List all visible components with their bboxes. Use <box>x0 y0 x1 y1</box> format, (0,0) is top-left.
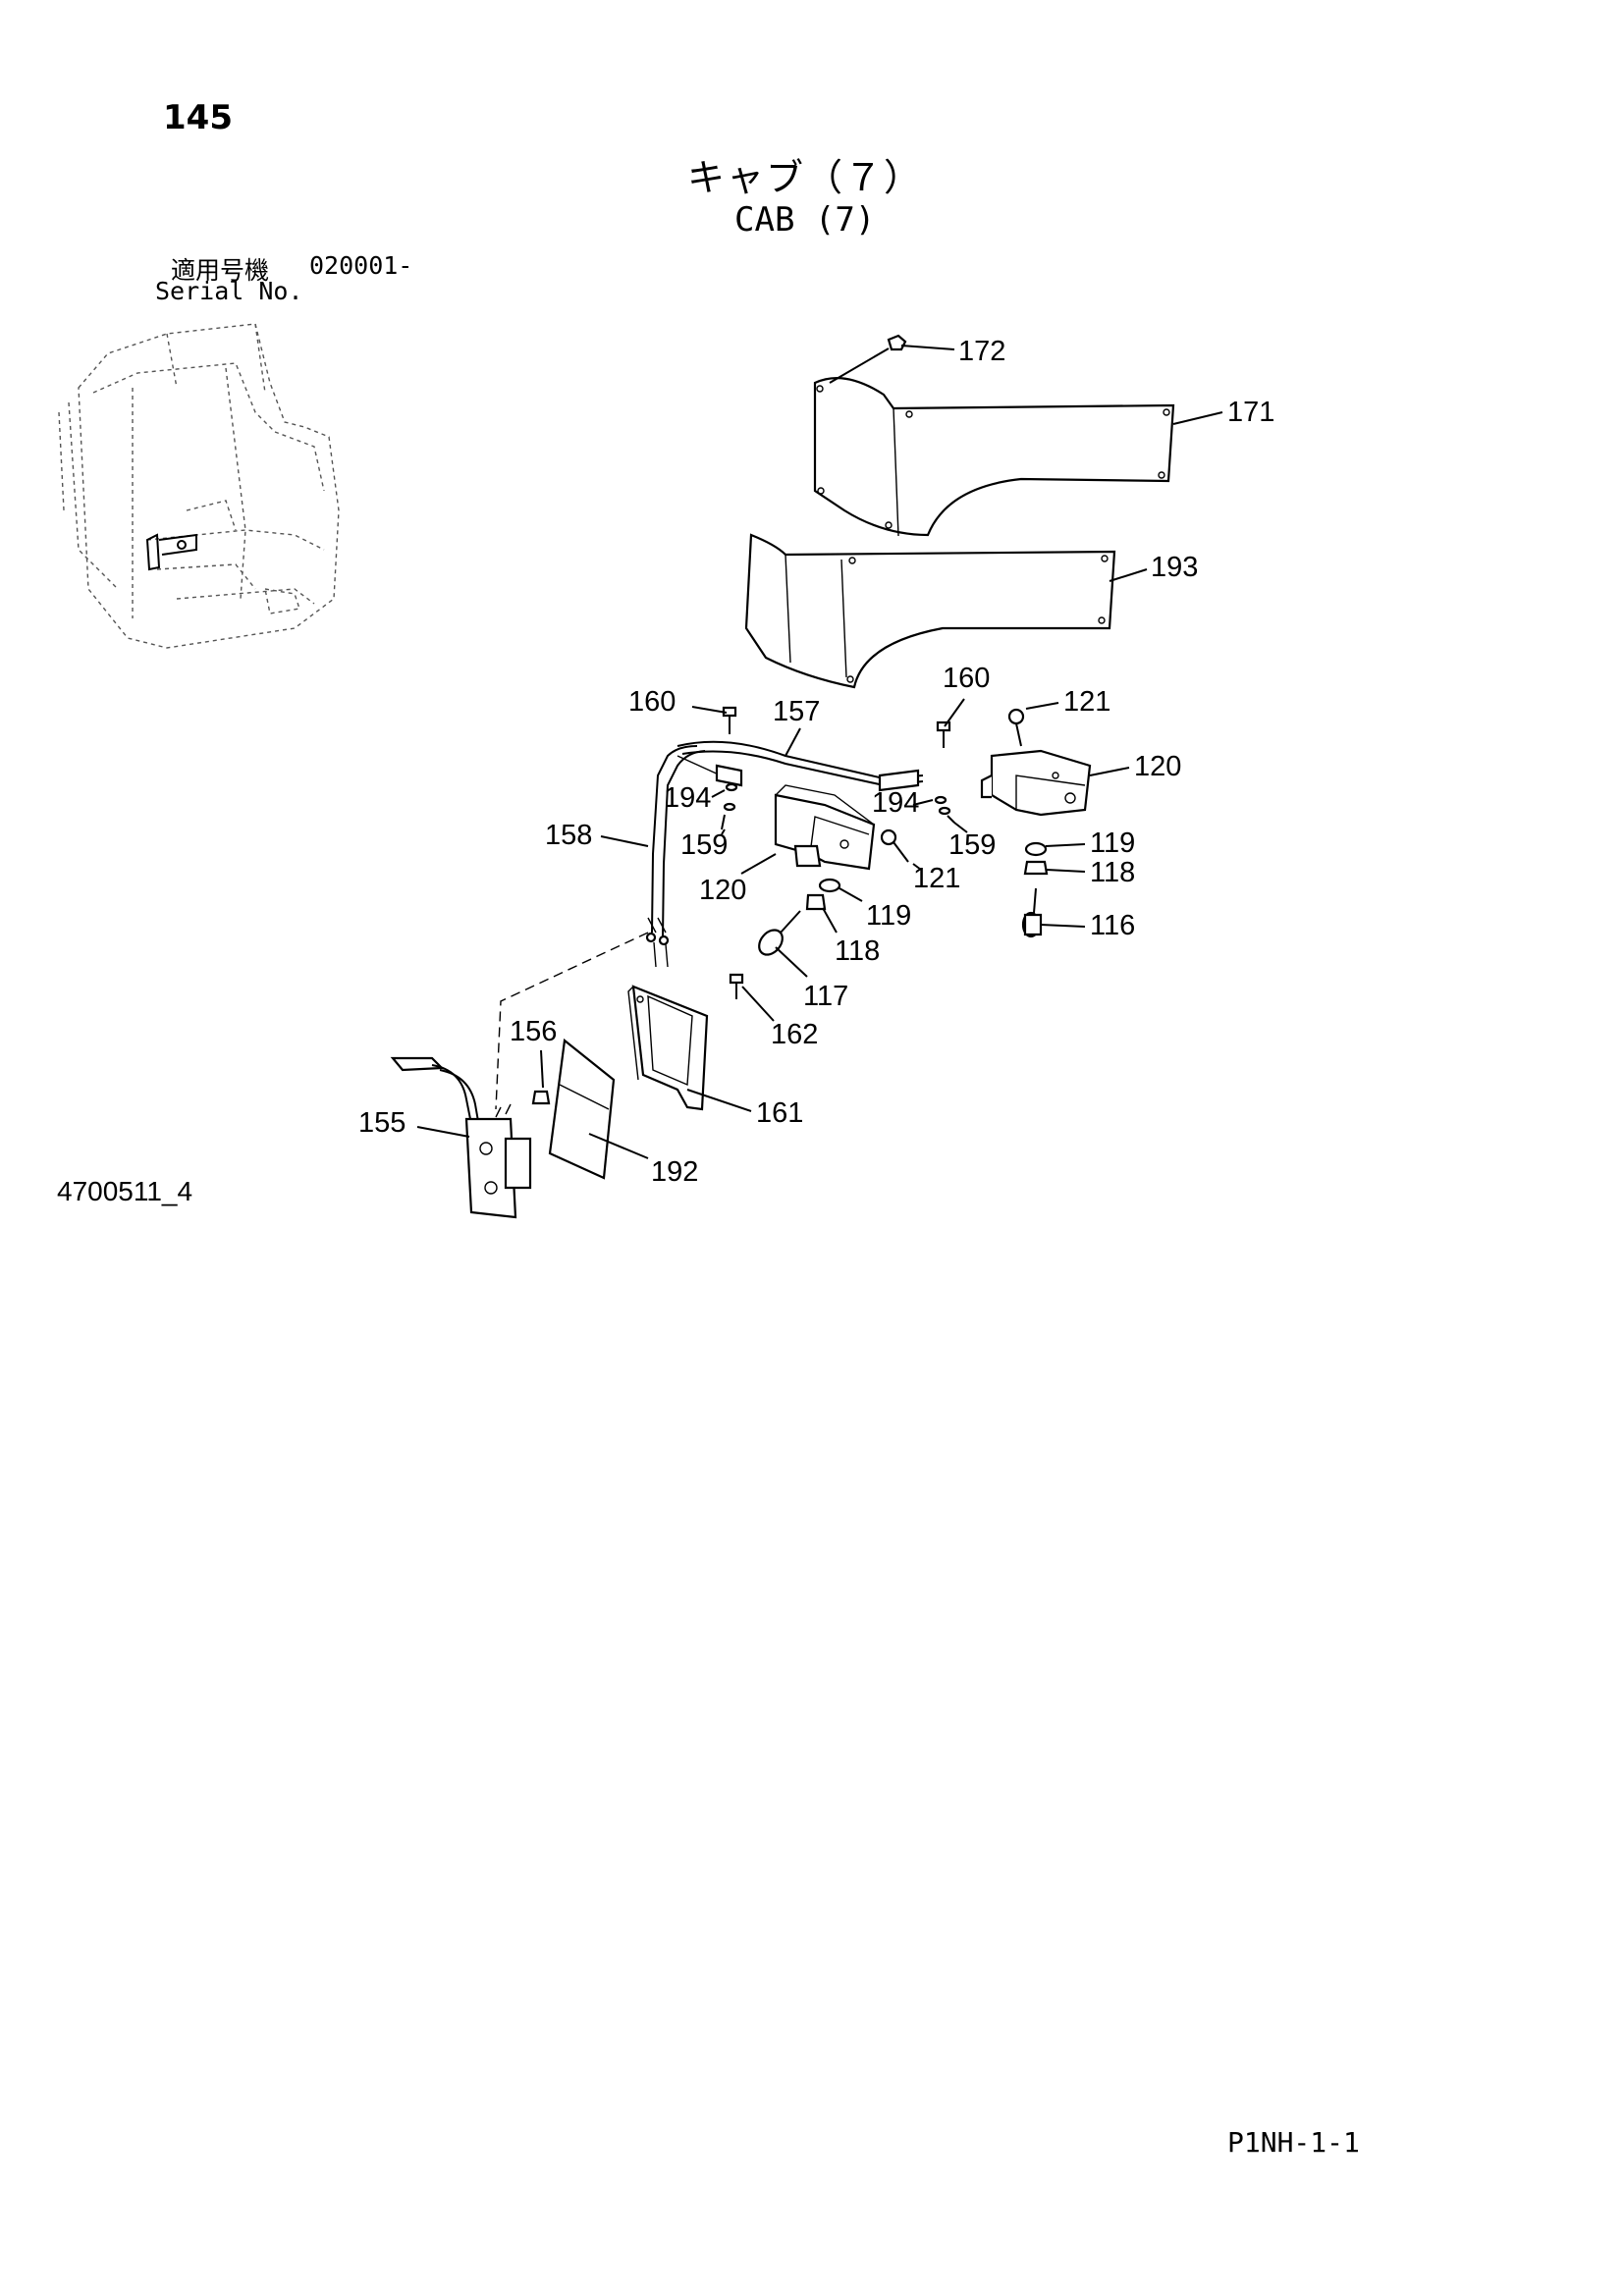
cable-assembly-157-158 <box>645 740 924 968</box>
serial-range: 020001- <box>309 251 413 280</box>
callout-162: 162 <box>771 1019 818 1050</box>
washer-119-left <box>818 878 841 893</box>
callout-159-left: 159 <box>680 829 728 861</box>
callout-121-right: 121 <box>1063 686 1110 718</box>
callout-158: 158 <box>545 820 592 851</box>
callout-157: 157 <box>773 696 820 727</box>
callout-192: 192 <box>651 1156 698 1188</box>
serial-label-en: Serial No. <box>155 277 303 305</box>
callout-118-right: 118 <box>1090 857 1135 888</box>
page-code: P1NH-1-1 <box>1227 2126 1360 2159</box>
callout-161: 161 <box>756 1097 803 1129</box>
page-title-en: CAB (7) <box>734 200 876 240</box>
callout-120-right: 120 <box>1134 751 1181 782</box>
page-number: 145 <box>163 98 233 137</box>
callout-119-left: 119 <box>866 900 911 932</box>
callout-172: 172 <box>958 336 1005 367</box>
figure-id: 4700511_4 <box>57 1176 193 1206</box>
serial-label-jp: 適用号機 <box>171 256 270 285</box>
callout-194-left: 194 <box>664 782 711 814</box>
bolt-162 <box>729 973 744 999</box>
nut-156 <box>531 1090 551 1105</box>
washer-119-right <box>1024 841 1048 857</box>
callout-117: 117 <box>803 981 848 1012</box>
page-title-jp: キャブ（７） <box>687 156 924 199</box>
callout-159-right: 159 <box>948 829 996 861</box>
callout-155: 155 <box>358 1107 406 1139</box>
leader-lines <box>416 345 1223 1159</box>
cab-location-sketch <box>58 323 340 649</box>
callout-121-left: 121 <box>913 863 960 894</box>
knob-116 <box>1021 887 1043 938</box>
cover-panel-193 <box>744 533 1116 689</box>
screw-172 <box>829 334 907 384</box>
callout-160-right: 160 <box>943 663 990 694</box>
cover-panel-171 <box>813 377 1175 537</box>
nut-118-right <box>1023 860 1049 876</box>
callout-156: 156 <box>510 1016 557 1047</box>
assembly-line <box>495 932 649 1110</box>
callout-119-right: 119 <box>1090 828 1135 859</box>
callout-120-left: 120 <box>699 875 746 906</box>
callout-labels: 172 171 193 160 157 160 121 120 194 194 … <box>358 336 1274 1188</box>
bracket-120-right <box>980 749 1092 817</box>
callout-193: 193 <box>1151 552 1198 583</box>
bracket-120-left <box>774 784 876 871</box>
bolt-160-right <box>936 721 951 748</box>
bracket-161 <box>627 985 709 1111</box>
nut-121-left <box>880 828 909 863</box>
callout-116: 116 <box>1090 910 1135 941</box>
callout-160-left: 160 <box>628 686 676 718</box>
callout-171: 171 <box>1227 397 1274 428</box>
callout-118-left: 118 <box>835 935 880 967</box>
washers-194-nuts-159 <box>721 782 955 830</box>
knob-117 <box>758 910 801 956</box>
pedal-155 <box>390 1056 532 1219</box>
callout-194-right: 194 <box>872 787 919 819</box>
sheet-192 <box>548 1038 616 1180</box>
nut-118-left <box>805 893 827 911</box>
nut-121-right <box>1007 708 1025 747</box>
